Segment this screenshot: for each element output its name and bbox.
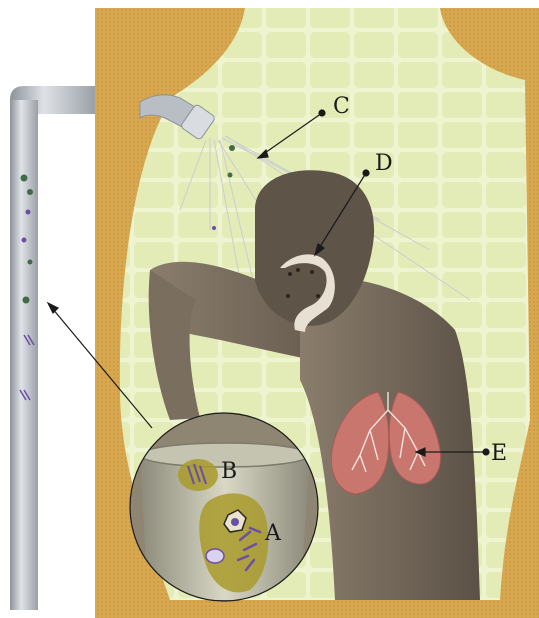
pipe-microbe-green (21, 175, 28, 182)
pipe-microbe-green (28, 260, 33, 265)
label-a: A (264, 521, 282, 546)
pipe-microbe-purple (22, 238, 27, 243)
label-b: B (221, 459, 237, 484)
label-c: C (333, 94, 350, 119)
pipe-microbe-green (23, 297, 30, 304)
label-d: D (375, 151, 393, 176)
pipe-microbe-green (27, 189, 33, 195)
pipe-microbe-purple (26, 210, 31, 215)
shower-pipe (10, 86, 95, 610)
label-e: E (491, 441, 507, 466)
